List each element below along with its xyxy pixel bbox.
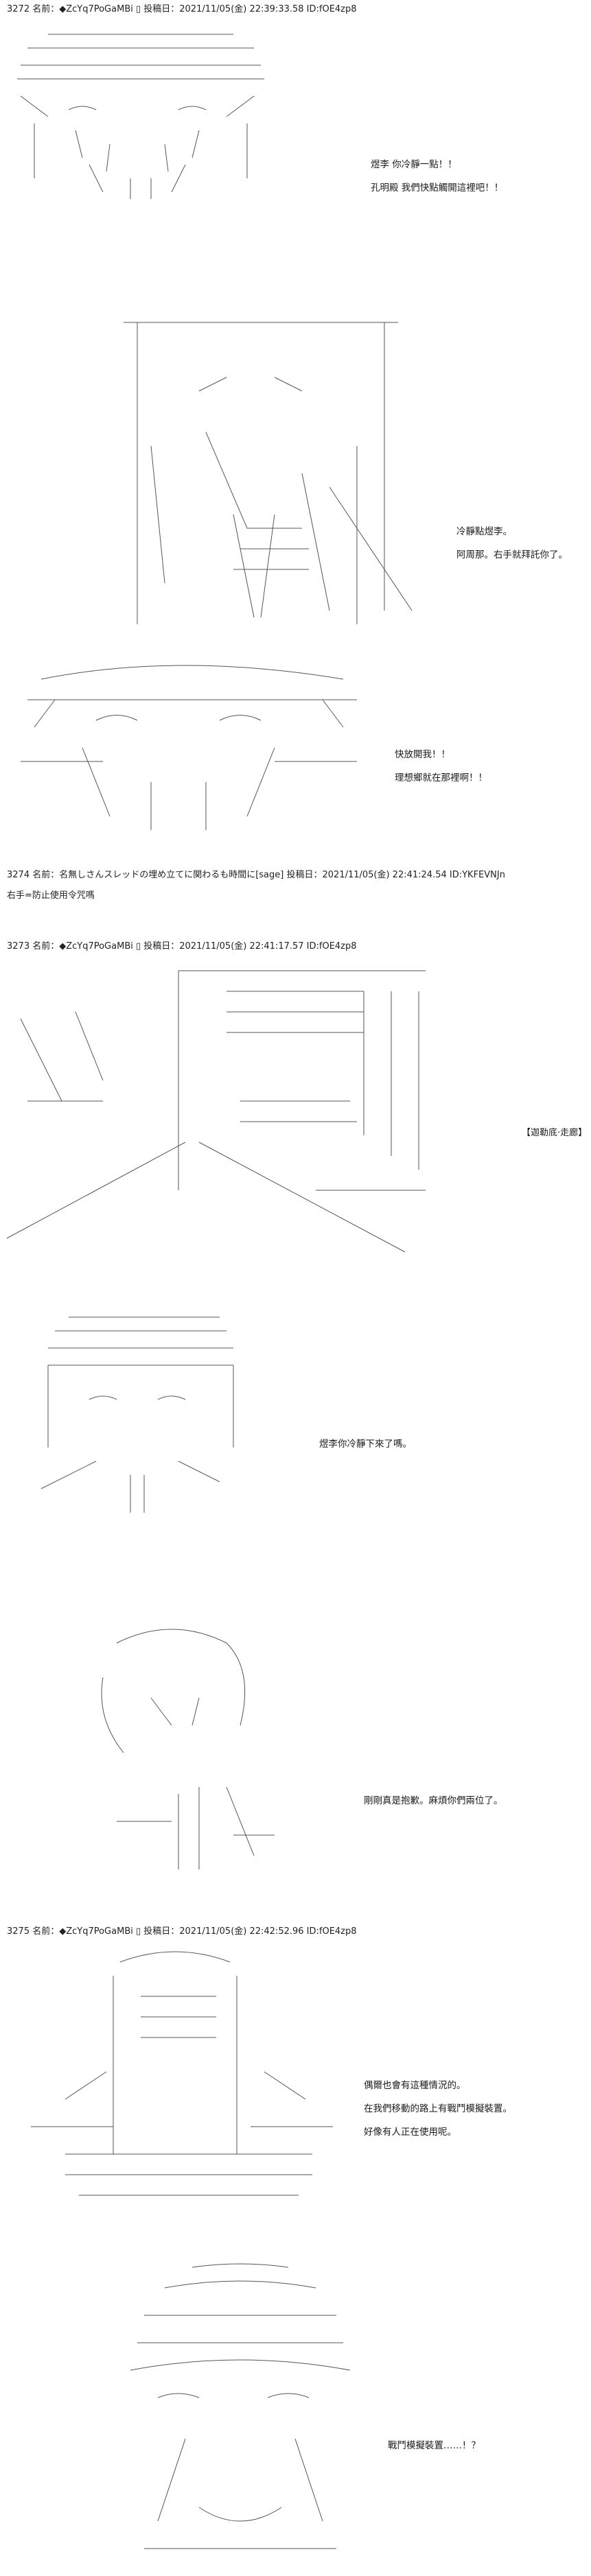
dialog-panel-8: 戰鬥模擬裝置……！？ bbox=[388, 2439, 480, 2453]
ascii-art-panel-7 bbox=[17, 1948, 347, 2223]
dialog-line: 快放開我！！ bbox=[395, 749, 450, 760]
dialog-line: 戰鬥模擬裝置……！？ bbox=[388, 2440, 480, 2451]
dialog-line: 剛剛真是抱歉。麻煩你們兩位了。 bbox=[364, 1795, 503, 1806]
ascii-art-panel-8 bbox=[103, 2260, 371, 2562]
location-label: 【迦勒底·走廊】 bbox=[522, 1128, 588, 1138]
dialog-line: 煜李你冷靜下來了嗎。 bbox=[319, 1439, 412, 1450]
dialog-line: 在我們移動的路上有戰鬥模擬裝置。 bbox=[364, 2103, 512, 2114]
dialog-line: 理想鄉就在那裡啊！！ bbox=[395, 772, 487, 783]
post-header-3273: 3273 名前：◆ZcYq7PoGaMBi ▯ 投稿日：2021/11/05(金… bbox=[7, 941, 357, 952]
dialog-panel-1: 煜李 你冷靜一點！！ 孔明殿 我們快點觸開這裡吧！！ bbox=[371, 158, 503, 195]
dialog-panel-2: 冷靜點煜李。 阿周那。右手就拜託你了。 bbox=[456, 525, 568, 562]
ascii-art-panel-2 bbox=[96, 309, 439, 631]
ascii-art-panel-6 bbox=[76, 1616, 288, 1876]
dialog-line: 煜李 你冷靜一點！！ bbox=[371, 159, 457, 170]
ascii-art-panel-1 bbox=[7, 27, 275, 206]
ascii-art-panel-4 bbox=[7, 964, 432, 1259]
dialog-panel-5: 煜李你冷靜下來了嗎。 bbox=[319, 1437, 412, 1451]
dialog-line: 孔明殿 我們快點觸開這裡吧！！ bbox=[371, 182, 504, 193]
dialog-panel-7: 偶爾也會有這種情況的。 在我們移動的路上有戰鬥模擬裝置。 好像有人正在使用呢。 bbox=[364, 2079, 512, 2139]
dialog-panel-6: 剛剛真是抱歉。麻煩你們兩位了。 bbox=[364, 1794, 503, 1808]
dialog-line: 冷靜點煜李。 bbox=[456, 526, 512, 537]
ascii-art-panel-5 bbox=[14, 1310, 254, 1516]
post-header-3274: 3274 名前：名無しさんスレッドの埋め立てに関わるも時間に[sage] 投稿日… bbox=[7, 870, 505, 880]
post-body-3274: 右手=防止使用令咒嗎 bbox=[7, 890, 95, 901]
dialog-line: 偶爾也會有這種情況的。 bbox=[364, 2080, 466, 2091]
post-header-3272: 3272 名前：◆ZcYq7PoGaMBi ▯ 投稿日：2021/11/05(金… bbox=[7, 4, 357, 14]
ascii-art-panel-3 bbox=[14, 659, 364, 837]
dialog-line: 阿周那。右手就拜託你了。 bbox=[456, 550, 568, 560]
post-header-3275: 3275 名前：◆ZcYq7PoGaMBi ▯ 投稿日：2021/11/05(金… bbox=[7, 1926, 357, 1937]
dialog-line: 好像有人正在使用呢。 bbox=[364, 2127, 456, 2138]
dialog-panel-3: 快放開我！！ 理想鄉就在那裡啊！！ bbox=[395, 748, 487, 785]
